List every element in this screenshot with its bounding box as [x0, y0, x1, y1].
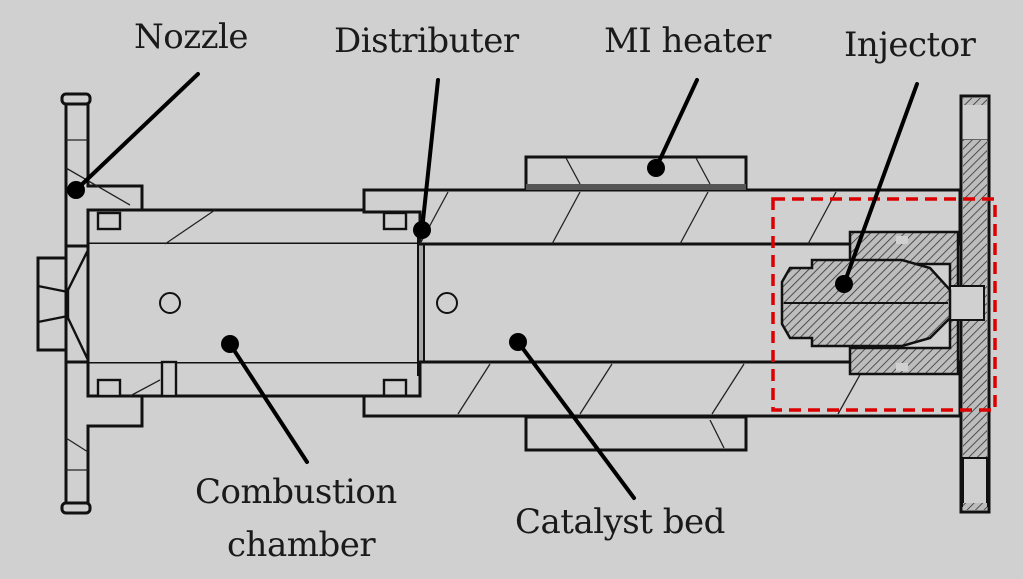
catalyst-bed-label: Catalyst bed — [515, 502, 725, 542]
combustion-chamber-label-line2: chamber — [227, 525, 376, 565]
injector-marker — [835, 275, 853, 293]
nozzle-label: Nozzle — [134, 17, 249, 57]
distributer-marker — [413, 221, 431, 239]
mi-heater-label: MI heater — [604, 21, 771, 61]
nozzle-leader — [74, 72, 200, 192]
mi-heater-part — [524, 155, 748, 452]
distributer-label: Distributer — [334, 21, 519, 61]
nozzle-marker — [67, 181, 85, 199]
injector-highlight-box — [771, 197, 997, 412]
catalyst-bed-leader — [516, 340, 636, 500]
distributer-part — [417, 224, 425, 376]
combustion-chamber-marker — [221, 335, 239, 353]
nozzle-part — [36, 92, 144, 515]
injector-leader — [842, 82, 919, 286]
mi-heater-leader — [654, 78, 699, 170]
leader-lines — [67, 72, 919, 500]
distributer-leader — [420, 78, 440, 232]
combustion-chamber-part — [86, 208, 422, 398]
catalyst-bed-marker — [509, 333, 527, 351]
injector-part — [780, 94, 991, 514]
combustion-chamber-label-line1: Combustion — [195, 472, 397, 512]
mi-heater-marker — [647, 159, 665, 177]
injector-label: Injector — [844, 25, 976, 65]
combustion-chamber-leader — [228, 342, 309, 464]
catalyst-bed-part — [362, 188, 962, 418]
